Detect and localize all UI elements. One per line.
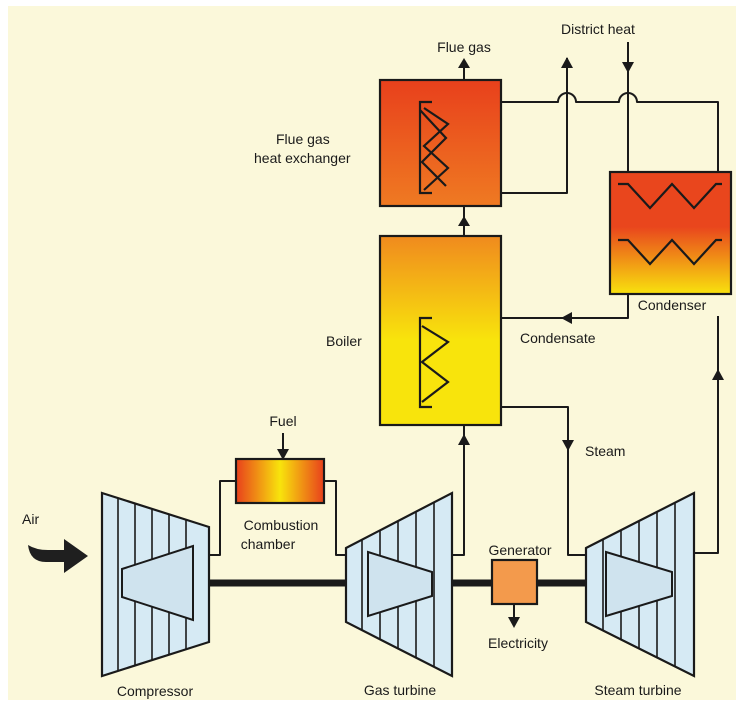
- air-inlet-arrow: [28, 539, 88, 573]
- label-condensate: Condensate: [520, 330, 596, 346]
- condenser: [608, 170, 733, 296]
- condenser-coil-lower: [618, 238, 722, 266]
- boiler-coil: [418, 316, 432, 409]
- label-combustion-chamber-1: Combustion: [244, 517, 319, 533]
- label-electricity: Electricity: [488, 635, 548, 651]
- generator: [490, 558, 539, 606]
- label-compressor: Compressor: [117, 683, 194, 699]
- combustion-to-gas-turbine-pipe: [324, 480, 348, 556]
- combustion-chamber: [234, 457, 326, 505]
- electricity-arrow: [508, 617, 520, 628]
- boiler-coil-zigzag: [420, 325, 450, 403]
- gas-exhaust-arrow: [458, 434, 470, 445]
- label-boiler: Boiler: [326, 333, 362, 349]
- label-flue-gas-heat-exchanger-2: heat exchanger: [254, 150, 351, 166]
- steam-turbine: [584, 491, 696, 678]
- label-steam: Steam: [585, 443, 625, 459]
- compressor: [100, 491, 211, 678]
- fghe-coil-zigzag: [422, 107, 450, 191]
- fghe-crossover-pipe: [432, 92, 719, 172]
- label-condenser: Condenser: [638, 297, 707, 313]
- label-district-heat: District heat: [561, 21, 635, 37]
- condenser-coil-upper: [618, 182, 722, 210]
- district-heat-supply-arrow: [561, 57, 573, 68]
- label-steam-turbine: Steam turbine: [594, 682, 681, 698]
- flue-gas-arrow: [458, 58, 470, 68]
- steam-arrow: [562, 440, 574, 451]
- condensate-arrow: [561, 312, 572, 324]
- label-gas-turbine: Gas turbine: [364, 682, 437, 698]
- label-air: Air: [22, 511, 39, 527]
- district-heat-return-arrow: [622, 62, 634, 73]
- boiler: [378, 234, 503, 427]
- compressor-rotor: [121, 544, 194, 622]
- gas-turbine-rotor: [367, 550, 433, 618]
- gas-turbine: [344, 491, 454, 678]
- steam-turbine-rotor: [605, 550, 673, 618]
- compressor-to-combustion-pipe: [209, 480, 236, 556]
- label-flue-gas: Flue gas: [437, 39, 491, 55]
- gas-turbine-exhaust-pipe: [452, 425, 465, 556]
- label-flue-gas-heat-exchanger-1: Flue gas: [276, 131, 330, 147]
- steam-turbine-exhaust-pipe: [694, 316, 719, 554]
- exhaust-arrow: [712, 369, 724, 380]
- boiler-to-exchanger-arrow: [458, 216, 470, 226]
- fghe-coil: [418, 100, 448, 195]
- label-combustion-chamber-2: chamber: [241, 536, 296, 552]
- fuel-arrow: [277, 449, 289, 460]
- label-generator: Generator: [488, 542, 551, 558]
- label-fuel: Fuel: [269, 413, 296, 429]
